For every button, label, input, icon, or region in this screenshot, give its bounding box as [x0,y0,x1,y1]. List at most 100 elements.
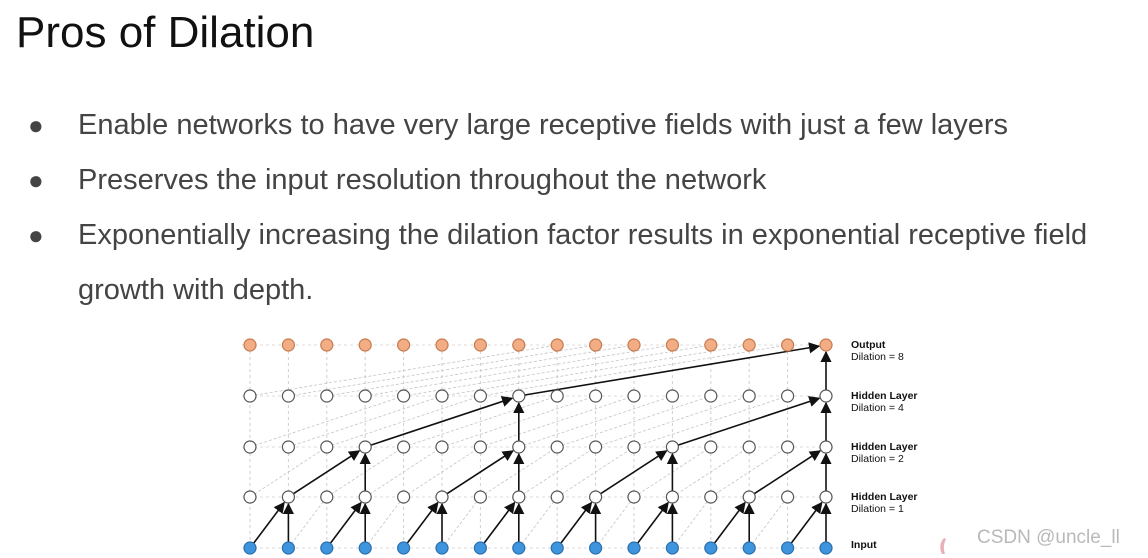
dashed-connection [557,395,711,448]
layer-node [473,541,487,555]
layer-node [550,541,564,555]
bullet-dot-icon: ● [28,165,44,195]
dashed-connection [326,344,635,397]
layer-node [435,389,449,403]
layer-node [281,389,295,403]
layer-node [780,490,795,504]
dashed-connection [518,395,673,448]
receptive-field-arrows [252,342,832,544]
layer-node [780,389,795,403]
dashed-connection [441,344,750,397]
layer-node [704,440,718,454]
layer-node [397,389,411,403]
arrow [370,396,514,446]
dashed-connection [249,344,558,397]
layer-node [550,338,564,352]
layer-node [665,440,680,454]
layer-node [742,440,756,454]
layer-node [397,338,411,352]
layer-name: Hidden Layer [851,491,918,503]
layer-node [819,541,833,555]
layer-node [397,490,411,504]
layer-node [512,389,526,403]
layer-node [243,338,257,352]
arrow [329,501,362,544]
layer-node [473,440,487,454]
arrow [252,501,285,544]
layer-node [320,541,334,555]
layer-node [704,541,718,555]
layer-node [358,338,372,352]
arrow [560,501,593,544]
layer-node [512,338,526,352]
layer-node [588,541,603,555]
layer-node [358,541,372,555]
layer-name: Input [851,539,877,551]
slide-title: Pros of Dilation [16,8,315,57]
layer-node [704,389,718,403]
dashed-connection [595,496,635,549]
layer-node [704,490,718,504]
bullet-item: ● Preserves the input resolution through… [28,153,1138,208]
layer-node [588,389,603,403]
arrow [636,501,669,544]
layer-node [550,389,564,403]
dashed-connection [365,344,673,397]
dashed-connection [518,446,596,498]
layer-name: Hidden Layer [851,441,918,453]
arrow [790,501,823,544]
dashed-connection [633,395,788,448]
arrow [524,342,821,396]
arrow [600,450,668,495]
arrow [713,501,746,544]
dashed-connection [480,344,788,397]
arrow [677,396,821,446]
layer-dilation: Dilation = 4 [851,402,904,414]
layer-node [320,440,334,454]
layer-node [358,440,372,454]
layer-node [281,440,295,454]
layer-node [281,541,295,555]
bullet-dot-icon: ● [28,220,44,250]
layer-node [243,541,257,555]
layer-node [742,338,756,352]
dashed-connection [672,496,712,549]
layer-name: Output [851,339,886,351]
layer-node [320,490,334,504]
layer-node [627,338,641,352]
layer-node [665,490,680,504]
dashed-connection [403,344,711,397]
layer-node [512,440,526,454]
layer-node [473,389,487,403]
layer-node [512,490,526,504]
layer-node [320,389,334,403]
layer-node [435,490,449,504]
dashed-connection [364,446,443,498]
layer-node [665,338,680,352]
bullet-item: ● Exponentially increasing the dilation … [28,208,1138,318]
arrow [292,450,361,495]
dashed-connection [672,446,750,498]
layer-node [627,389,641,403]
arrow [753,450,822,495]
layer-name: Hidden Layer [851,390,918,402]
pink-mark-icon [940,538,946,554]
layer-node [358,389,372,403]
bullet-item: ● Enable networks to have very large rec… [28,98,1138,153]
layer-node [665,541,680,555]
arrow [483,501,516,544]
layer-node [550,440,564,454]
layer-node [512,541,526,555]
layer-node [243,389,257,403]
layer-node [281,338,295,352]
layer-node [588,490,603,504]
dashed-connection [518,496,558,549]
layer-node [819,490,833,504]
layer-node [397,541,411,555]
layer-node [742,490,756,504]
dashed-connection [249,446,328,498]
layer-node [473,490,487,504]
dashed-connection [595,395,750,448]
layer-node [819,440,833,454]
